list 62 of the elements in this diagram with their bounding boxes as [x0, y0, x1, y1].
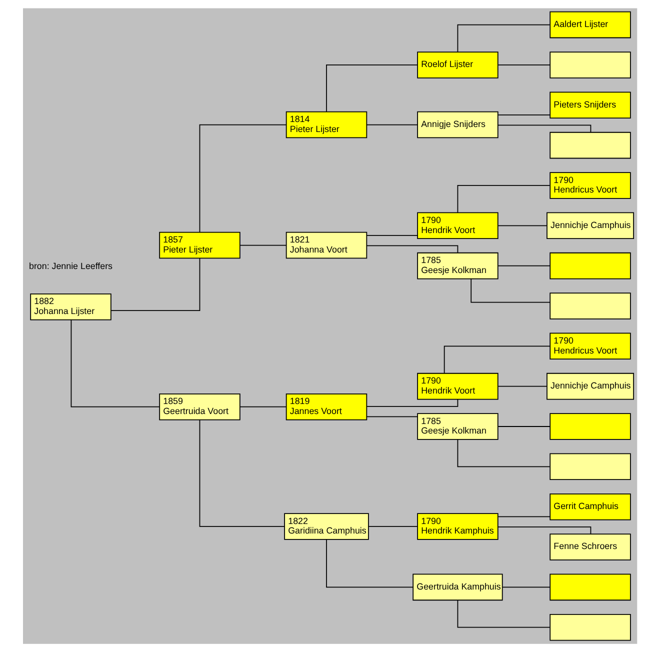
node-box: 1790 Hendricus Voort	[549, 172, 630, 199]
node-box: 1822 Garidiina Camphuis	[284, 513, 368, 540]
node-box: Geertruida Kamphuis	[412, 574, 502, 601]
connector	[443, 346, 550, 374]
connector	[366, 398, 458, 407]
node-box: 1790 Hendrik Voort	[416, 212, 498, 240]
connector	[110, 258, 200, 312]
node-box: 1790 Hendrik Kamphuis	[416, 513, 498, 540]
node-box: 1790 Hendrik Voort	[416, 372, 498, 400]
connector	[239, 406, 286, 408]
node-box: 1882 Johanna Lijster	[30, 293, 111, 320]
node-box: 1785 Geesje Kolkman	[416, 413, 498, 440]
node-box: 1821 Johanna Voort	[285, 232, 367, 259]
node-box: Jennichje Camphuis	[546, 212, 634, 240]
node-box: Aaldert Lijster	[549, 11, 630, 38]
node-box: 1857 Pieter Lijster	[158, 232, 240, 259]
node-box: Roelof Lijster	[416, 52, 498, 78]
connector	[497, 64, 550, 66]
connector	[198, 419, 284, 527]
node-box	[549, 132, 630, 159]
connector	[470, 278, 550, 303]
connector	[497, 526, 591, 534]
node-box: Gerrit Camphuis	[549, 493, 630, 520]
connector	[497, 124, 591, 133]
node-box: 1819 Jannes Voort	[285, 393, 367, 420]
node-box	[549, 413, 630, 440]
label: bron: Jennie Leeffers	[28, 260, 112, 271]
connector	[497, 265, 550, 266]
connector	[502, 586, 550, 588]
node-box: Annigje Snijders	[416, 111, 498, 138]
connector	[366, 235, 418, 236]
node-box: Pieters Snijders	[549, 92, 630, 119]
connector	[326, 64, 418, 112]
connector	[497, 225, 547, 226]
node-box	[549, 614, 630, 641]
node-box: 1785 Geesje Kolkman	[416, 252, 498, 280]
connector	[497, 386, 547, 387]
node-box: Jennichje Camphuis	[546, 372, 634, 400]
node-box	[549, 252, 630, 280]
node-box: 1814 Pieter Lijster	[285, 111, 367, 138]
connector	[366, 416, 418, 418]
node-box	[549, 574, 630, 601]
connector	[456, 439, 550, 468]
connector	[70, 320, 160, 408]
connector	[456, 185, 550, 213]
connector	[497, 516, 550, 518]
connector	[366, 245, 458, 254]
node-box: Fenne Schroers	[549, 534, 630, 560]
connector	[368, 526, 418, 527]
connector	[456, 600, 550, 628]
node-box	[549, 52, 630, 78]
node-box: 1859 Geertruida Voort	[158, 393, 240, 420]
connector	[198, 124, 286, 233]
connector	[497, 114, 550, 116]
connector	[366, 124, 418, 126]
node-box: 1790 Hendricus Voort	[549, 332, 630, 360]
connector	[456, 24, 550, 52]
node-box	[549, 453, 630, 480]
connector	[239, 244, 286, 246]
connector	[497, 426, 550, 427]
node-box	[549, 292, 630, 320]
connector	[326, 539, 413, 588]
